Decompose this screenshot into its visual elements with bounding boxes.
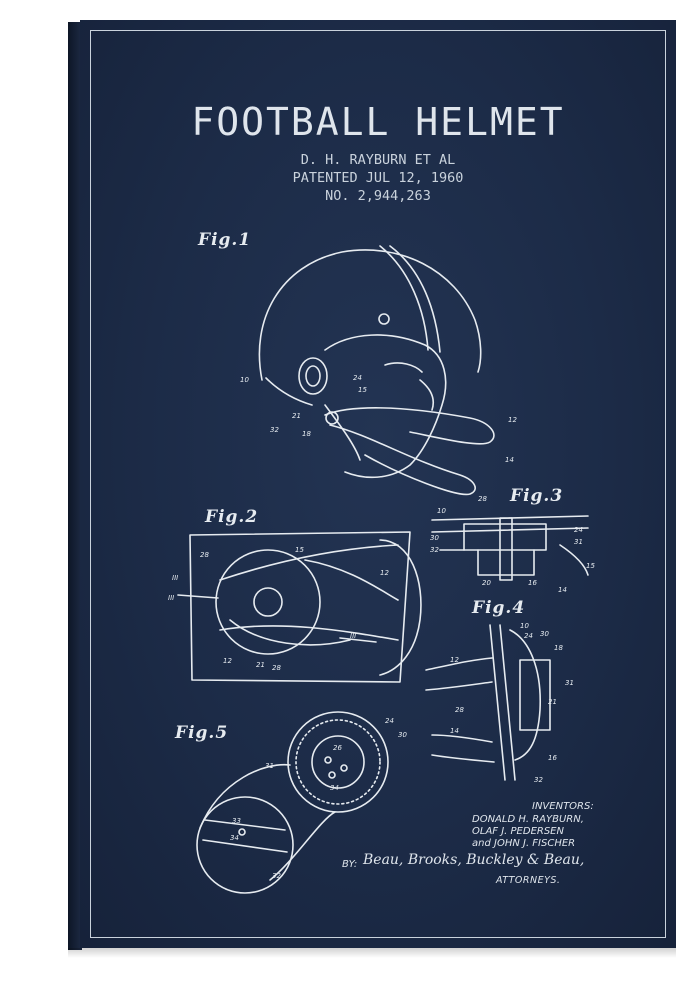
- patent-print: FOOTBALL HELMET D. H. RAYBURN ET AL PATE…: [80, 20, 676, 948]
- svg-text:15: 15: [586, 562, 595, 570]
- svg-text:18: 18: [554, 644, 563, 652]
- svg-text:10: 10: [240, 376, 249, 384]
- fig3-label: Fig.3: [510, 486, 564, 506]
- svg-text:28: 28: [200, 551, 209, 559]
- svg-text:12: 12: [223, 657, 232, 665]
- inventors-heading: INVENTORS:: [532, 801, 594, 812]
- svg-text:15: 15: [295, 546, 304, 554]
- svg-text:34: 34: [330, 784, 339, 792]
- svg-text:32: 32: [272, 872, 281, 880]
- fig5-label: Fig.5: [175, 723, 229, 743]
- svg-text:31: 31: [565, 679, 574, 687]
- fig2-illustration: [177, 531, 422, 683]
- svg-text:18: 18: [302, 430, 311, 438]
- fig4-illustration: [425, 624, 551, 781]
- svg-text:12: 12: [508, 416, 517, 424]
- print-title: FOOTBALL HELMET: [191, 100, 565, 144]
- fig1-label: Fig.1: [198, 230, 252, 250]
- svg-text:21: 21: [548, 698, 557, 706]
- svg-text:31: 31: [265, 762, 274, 770]
- fig5-illustration: [196, 711, 389, 894]
- svg-text:III: III: [168, 594, 174, 602]
- svg-text:21: 21: [256, 661, 265, 669]
- inventor-name-1: DONALD H. RAYBURN,: [472, 814, 584, 825]
- inventor-line: D. H. RAYBURN ET AL: [300, 152, 456, 168]
- svg-text:21: 21: [292, 412, 301, 420]
- svg-text:28: 28: [455, 706, 464, 714]
- svg-text:15: 15: [358, 386, 367, 394]
- svg-text:28: 28: [478, 495, 487, 503]
- svg-text:30: 30: [430, 534, 439, 542]
- inventor-name-3: and JOHN J. FISCHER: [472, 838, 576, 849]
- inventor-name-2: OLAF J. PEDERSEN: [472, 826, 564, 837]
- canvas-shadow: [68, 948, 676, 958]
- attorneys-label: ATTORNEYS.: [496, 875, 561, 886]
- svg-text:34: 34: [230, 834, 239, 842]
- svg-text:III: III: [350, 632, 356, 640]
- svg-text:10: 10: [520, 622, 529, 630]
- svg-text:16: 16: [548, 754, 557, 762]
- svg-text:10: 10: [437, 507, 446, 515]
- svg-text:30: 30: [540, 630, 549, 638]
- svg-text:28: 28: [272, 664, 281, 672]
- svg-text:12: 12: [450, 656, 459, 664]
- svg-text:14: 14: [450, 727, 459, 735]
- svg-text:32: 32: [430, 546, 439, 554]
- svg-text:31: 31: [574, 538, 583, 546]
- svg-text:24: 24: [524, 632, 533, 640]
- attorneys-signature: Beau, Brooks, Buckley & Beau,: [363, 852, 585, 868]
- fig2-label: Fig.2: [205, 507, 259, 527]
- patent-number: NO. 2,944,263: [325, 188, 431, 204]
- svg-text:32: 32: [270, 426, 279, 434]
- svg-text:30: 30: [398, 731, 407, 739]
- helmet-illustration: [258, 245, 495, 496]
- svg-text:12: 12: [380, 569, 389, 577]
- canvas-side-edge: [68, 22, 82, 950]
- patent-drawings: 10 24 15 21 32 18 12 14 28 15 12 III III…: [168, 245, 595, 894]
- svg-text:16: 16: [528, 579, 537, 587]
- svg-text:24: 24: [353, 374, 362, 382]
- print-border: [90, 30, 666, 938]
- svg-text:33: 33: [232, 817, 241, 825]
- svg-text:III: III: [172, 574, 178, 582]
- svg-text:20: 20: [482, 579, 491, 587]
- svg-text:24: 24: [574, 526, 583, 534]
- fig4-label: Fig.4: [472, 598, 526, 618]
- fig3-illustration: [431, 515, 589, 581]
- svg-text:14: 14: [505, 456, 514, 464]
- attorneys-by: BY:: [342, 859, 358, 870]
- svg-text:32: 32: [534, 776, 543, 784]
- svg-text:24: 24: [385, 717, 394, 725]
- svg-text:14: 14: [558, 586, 567, 594]
- svg-text:26: 26: [333, 744, 342, 752]
- patent-date: PATENTED JUL 12, 1960: [292, 170, 464, 186]
